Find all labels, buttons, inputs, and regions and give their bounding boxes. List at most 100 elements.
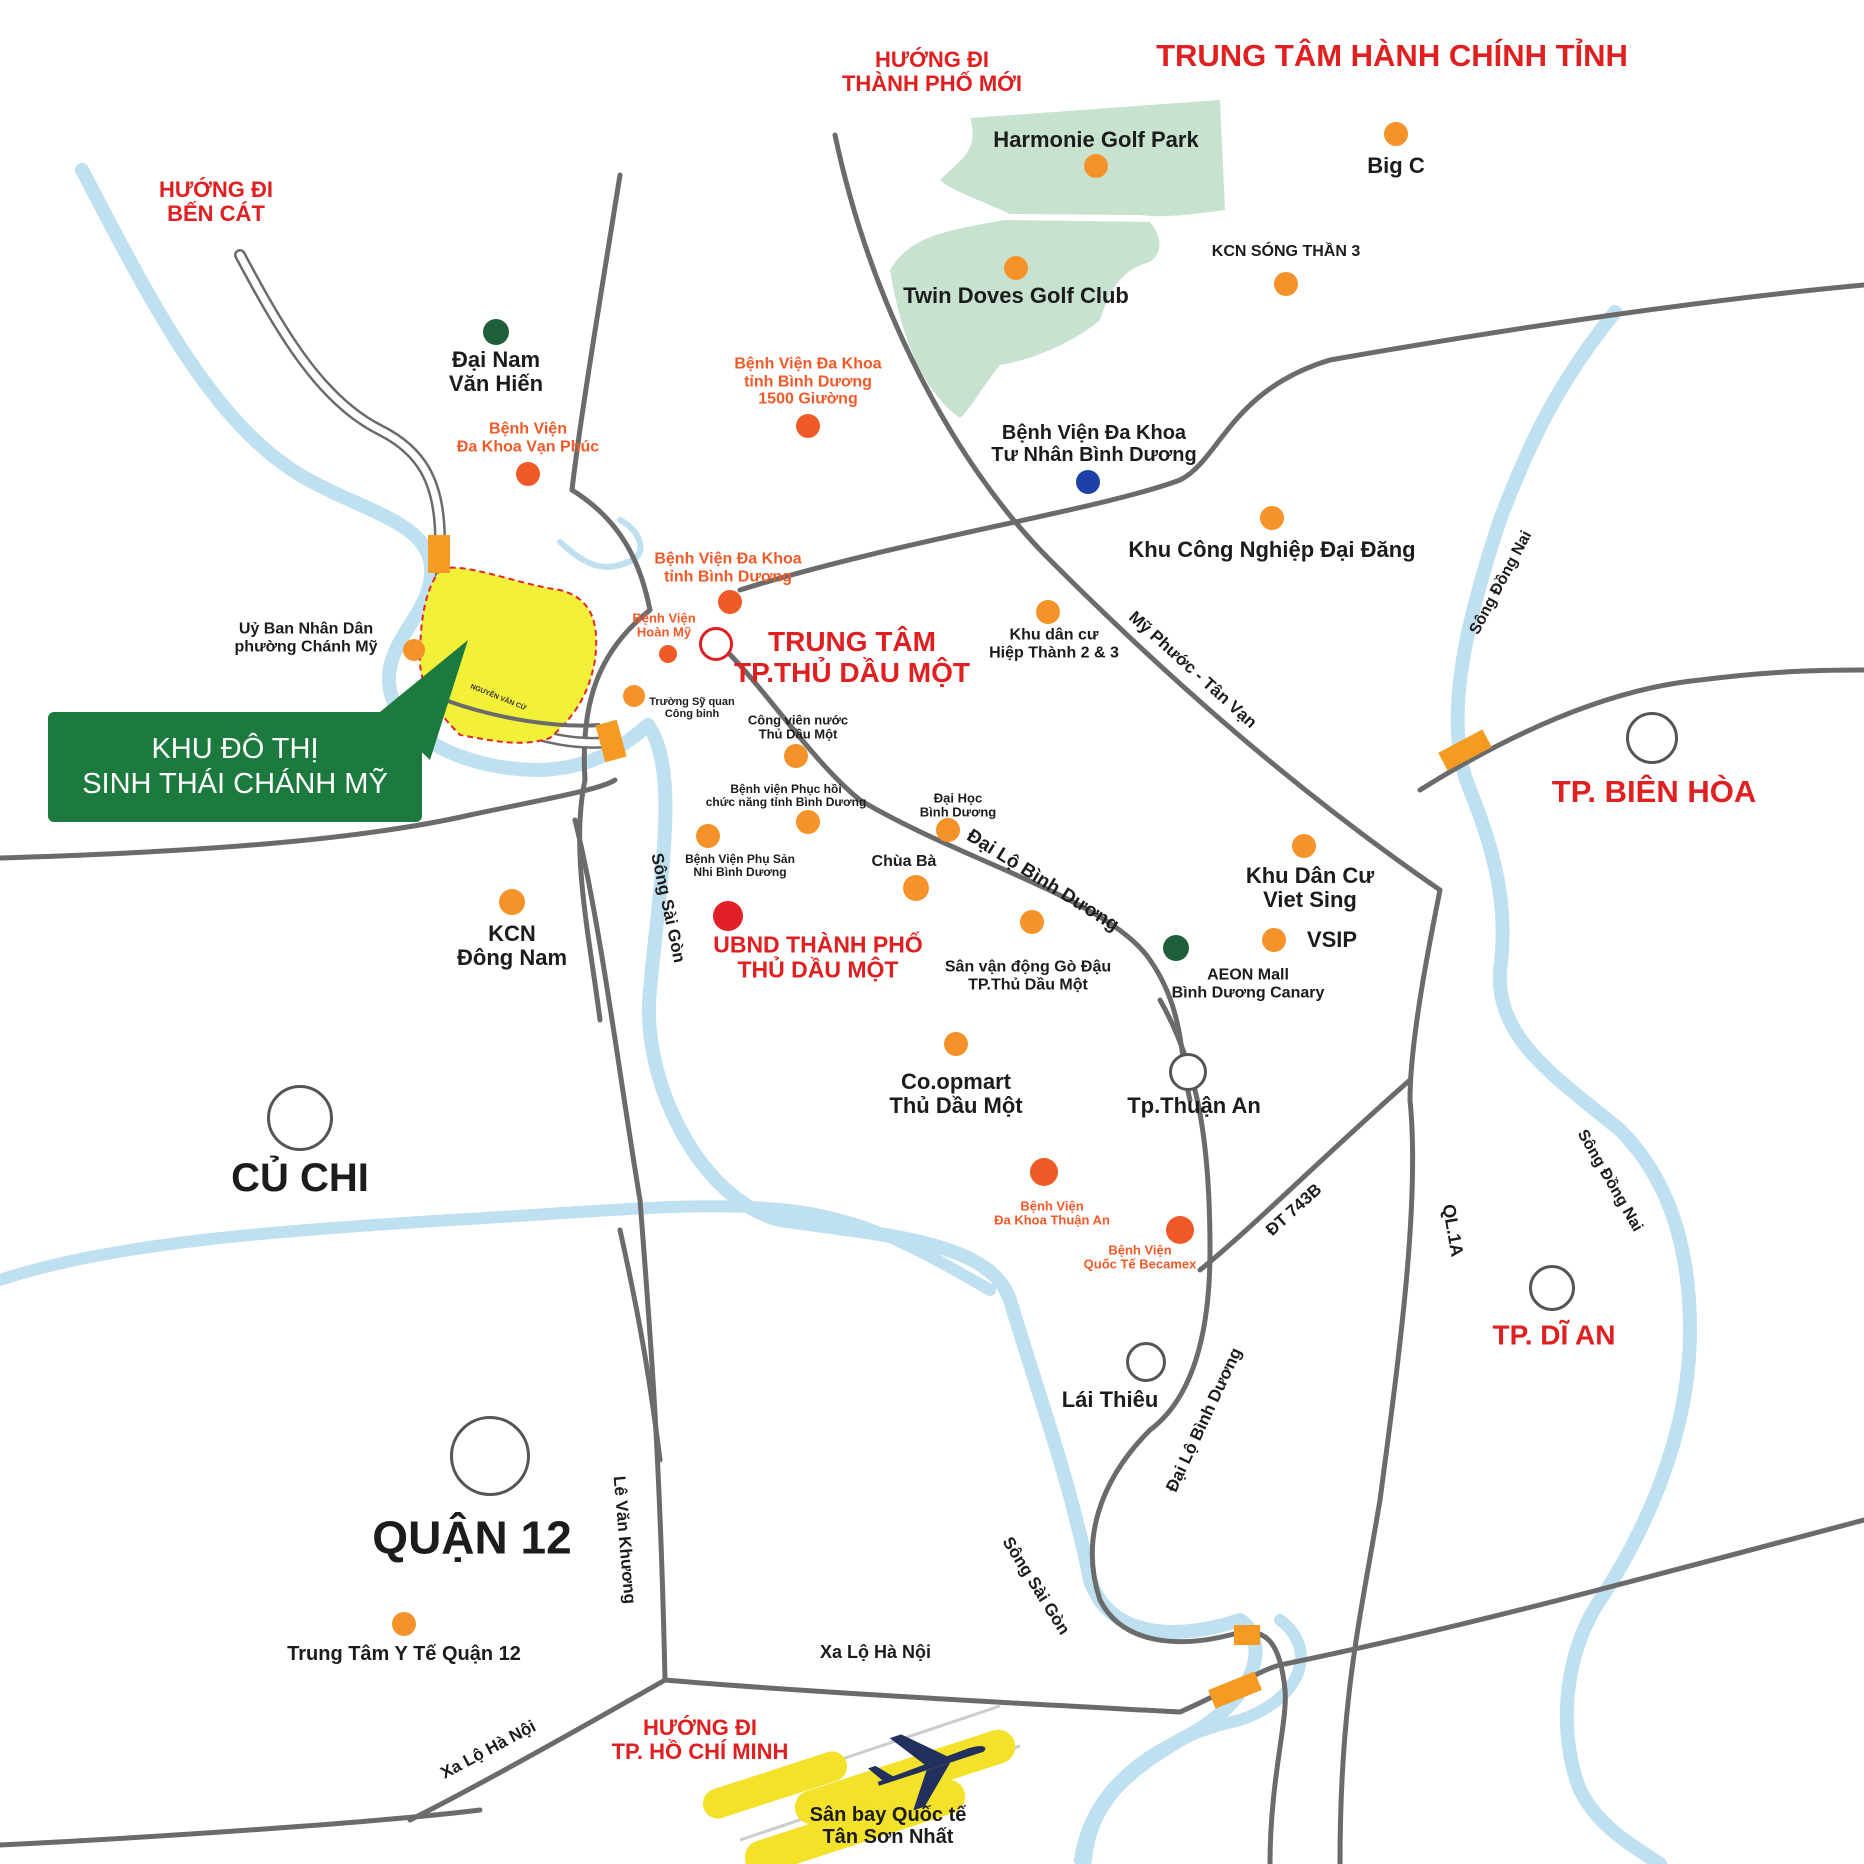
river-dong-nai <box>1450 305 1697 1864</box>
location-dot-icon <box>784 744 808 768</box>
location-dot-icon <box>1084 154 1108 178</box>
location-dot-icon <box>499 889 525 915</box>
location-dot-icon <box>1020 910 1044 934</box>
location-dot-icon <box>392 1612 416 1636</box>
bridge-icon <box>1234 1625 1260 1645</box>
location-dot-icon <box>1030 1158 1058 1186</box>
bigc-label: Big C <box>1367 152 1425 178</box>
project-road <box>444 698 601 728</box>
location-dot-icon <box>1036 600 1060 624</box>
location-dot-icon <box>796 414 820 438</box>
twin-doves-golf-area <box>890 220 1160 418</box>
city-ring-icon <box>267 1085 333 1151</box>
bridge-icon <box>428 535 450 573</box>
city-ring-icon <box>450 1416 530 1496</box>
airplane-icon <box>867 1734 986 1811</box>
river-south-bend <box>1074 1614 1307 1864</box>
di-an-title: TP. DĨ AN <box>1492 1319 1616 1351</box>
road-east-connector <box>737 282 1864 593</box>
cu-chi-title: CỦ CHI <box>231 1156 369 1200</box>
bv-tinh-label: Bệnh Viện Đa Khoa tỉnh Bình Dương <box>654 550 802 585</box>
project-area <box>418 566 598 744</box>
city-ring-icon <box>1529 1265 1575 1311</box>
road-xa-lo-ha-noi-south <box>662 1662 1283 1715</box>
uy-ban-label: Uỷ Ban Nhân Dân phường Chánh Mỹ <box>234 620 378 655</box>
road-my-phuoc <box>832 132 1443 893</box>
road-far-south-east <box>1277 1517 1864 1668</box>
tdm-center-title: TRUNG TÂM TP.THỦ DẦU MỘT <box>734 626 970 688</box>
river-saigon-northwest <box>75 163 1263 1864</box>
city-ring-icon <box>1626 712 1678 764</box>
location-dot-icon <box>796 810 820 834</box>
y-te-q12-label: Trung Tâm Y Tế Quận 12 <box>287 1643 521 1665</box>
project-callout: KHU ĐÔ THỊ SINH THÁI CHÁNH MỸ <box>48 712 422 822</box>
truong-sy-quan-label: Trường Sỹ quan Công binh <box>649 695 735 720</box>
direction-new-city: HƯỚNG ĐI THÀNH PHỐ MỚI <box>841 46 1023 96</box>
road-cu-chi-spur <box>617 1227 663 1463</box>
location-dot-icon <box>1004 256 1028 280</box>
road-north-west <box>569 172 653 783</box>
location-dot-icon <box>1274 272 1298 296</box>
road-nvc <box>577 777 603 1023</box>
coopmart-label: Co.opmart Thủ Dầu Một <box>889 1068 1023 1118</box>
bv-phuc-hoi-label: Bệnh viện Phục hồi chức năng tỉnh Bình D… <box>705 781 867 809</box>
bv-phu-san-label: Bệnh Viện Phụ Sản Nhi Bình Dương <box>685 851 795 879</box>
bv-thuan-an-label: Bệnh Viện Đa Khoa Thuận An <box>994 1198 1110 1228</box>
location-dot-icon <box>1292 834 1316 858</box>
location-dot-icon <box>659 645 677 663</box>
location-dot-icon <box>944 1032 968 1056</box>
location-dot-icon <box>1076 470 1100 494</box>
harmonie-golf-area <box>940 100 1225 217</box>
location-dot-icon <box>1163 935 1189 961</box>
bien-hoa-title: TP. BIÊN HÒA <box>1551 773 1757 809</box>
road-far-south-west <box>0 1807 483 1848</box>
road-dt743b <box>1197 1077 1413 1273</box>
bridge-icon-group <box>428 535 1492 1709</box>
bridge-icon <box>1208 1671 1262 1709</box>
city-ring-icon <box>699 627 733 661</box>
location-dot-icon <box>903 875 929 901</box>
bv-becamex-label: Bệnh Viện Quốc Tế Becamex <box>1083 1242 1197 1272</box>
kcn-dong-nam-label: KCN Đông Nam <box>457 920 567 970</box>
chua-ba-label: Chùa Bà <box>871 853 937 871</box>
callout-line-1: KHU ĐÔ THỊ <box>151 732 319 765</box>
bridge-icon <box>595 719 627 763</box>
lai-thieu-label: Lái Thiêu <box>1061 1386 1159 1412</box>
location-dot-icon <box>1260 506 1284 530</box>
xa-lo-ha-noi-label-1: Xa Lộ Hà Nội <box>820 1642 932 1662</box>
location-dot-icon <box>403 639 425 661</box>
location-dot-icon <box>623 685 645 707</box>
viet-sing-label: Khu Dân Cư Viet Sing <box>1245 862 1375 912</box>
location-dot-icon <box>696 824 720 848</box>
bv-tu-nhan-label: Bệnh Viện Đa Khoa Tư Nhân Bình Dương <box>991 422 1197 466</box>
road-xa-lo-ha-noi-west <box>407 1677 668 1823</box>
location-dot-icon <box>713 901 743 931</box>
location-dot-icon <box>483 319 509 345</box>
dh-binh-duong-label: Đại Học Bình Dương <box>919 790 997 820</box>
location-dot-icon <box>1384 122 1408 146</box>
road-west-main <box>0 777 618 861</box>
direction-hcm: HƯỚNG ĐI TP. HỒ CHÍ MINH <box>611 1714 789 1764</box>
san-bay-label: Sân bay Quốc tế Tân Sơn Nhất <box>809 1804 967 1848</box>
river-west <box>0 1200 996 1296</box>
location-dot-icon <box>1166 1216 1194 1244</box>
road-dai-lo-binh-duong <box>1089 997 1288 1864</box>
callout-line-2: SINH THÁI CHÁNH MỸ <box>82 768 388 800</box>
direction-ben-cat: HƯỚNG ĐI BẾN CÁT <box>158 176 274 226</box>
road-tdm-center <box>712 637 1193 1103</box>
ubnd-title: UBND THÀNH PHỐ THỦ DẦU MỘT <box>713 931 923 983</box>
bv-1500-label: Bệnh Viện Đa Khoa tỉnh Bình Dương 1500 G… <box>734 355 882 408</box>
road-le-van-khuong <box>572 817 668 1683</box>
bridge-icon <box>1438 729 1492 771</box>
twin-doves-label: Twin Doves Golf Club <box>903 282 1129 308</box>
location-dot-icon <box>936 818 960 842</box>
hiep-thanh-label: Khu dân cư Hiệp Thành 2 & 3 <box>989 626 1119 661</box>
location-dot-icon <box>718 590 742 614</box>
cong-vien-nuoc-label: Công viên nước Thủ Dầu Một <box>747 712 849 742</box>
aeon-label: AEON Mall Bình Dương Canary <box>1171 966 1325 1001</box>
kcn-dai-dang-label: Khu Công Nghiệp Đại Đăng <box>1128 536 1416 562</box>
location-dot-icon <box>1262 928 1286 952</box>
thuan-an-label: Tp.Thuận An <box>1127 1092 1261 1118</box>
